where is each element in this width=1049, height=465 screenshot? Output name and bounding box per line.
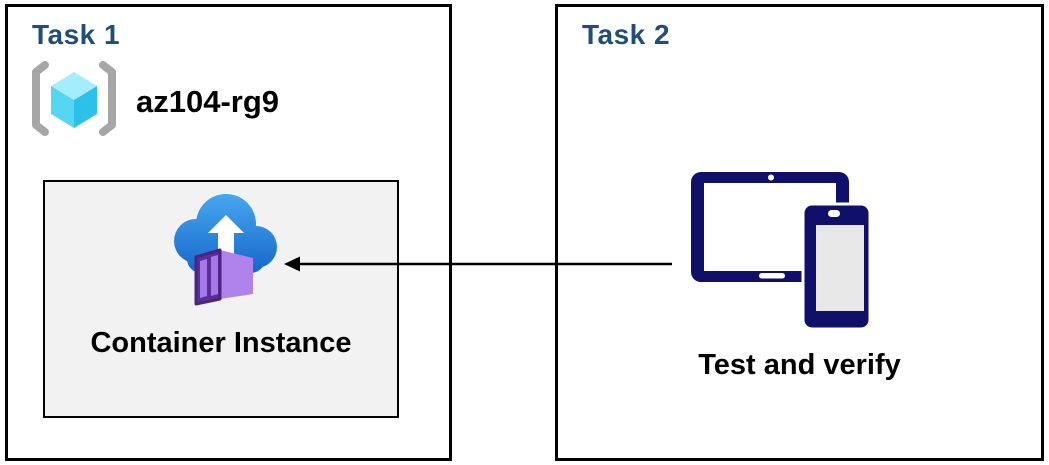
container-instance-label: Container Instance xyxy=(90,327,352,359)
task1-box: Task 1 az104-rg9 xyxy=(5,4,452,461)
bracket-right xyxy=(99,61,116,136)
cube-left-face xyxy=(51,86,74,128)
container-shape xyxy=(194,248,253,306)
devices-label: Test and verify xyxy=(698,349,901,381)
container-instance-box: Container Instance xyxy=(43,180,399,418)
upload-arrow xyxy=(208,215,244,254)
task2-title: Task 2 xyxy=(582,19,671,50)
resource-group-icon xyxy=(28,61,120,143)
task1-title: Task 1 xyxy=(32,19,121,50)
task2-box: Task 2 Test and verify xyxy=(555,4,1044,461)
bracket-left xyxy=(32,61,49,136)
tablet-phone-icon xyxy=(683,163,883,338)
resource-group-name: az104-rg9 xyxy=(136,84,280,119)
resource-group: az104-rg9 xyxy=(28,61,279,143)
phone-shape xyxy=(801,202,872,331)
cube-right-face xyxy=(74,86,97,128)
container-instance-icon xyxy=(169,186,279,308)
